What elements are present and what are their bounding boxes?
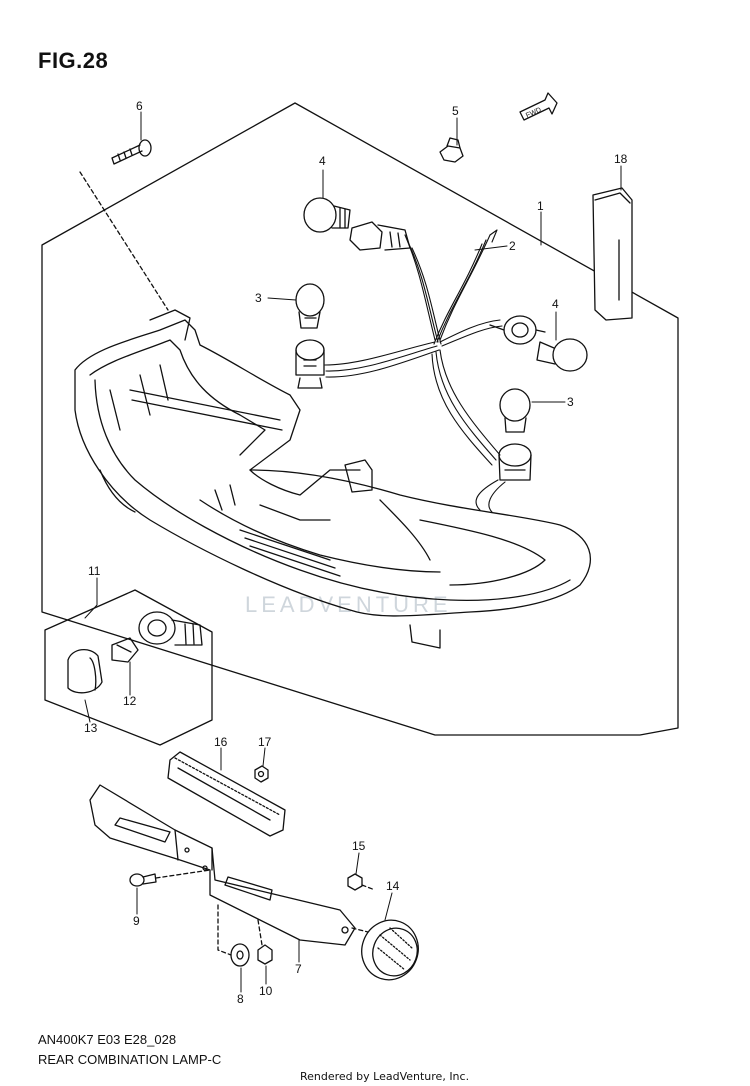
socket-right [489,315,546,345]
callout-leaders [84,111,622,993]
watermark-text: LEADVENTURE [245,592,452,617]
round-reflector-part-14 [361,919,419,981]
leader-washer-8 [217,904,232,956]
render-credit: Rendered by LeadVenture, Inc. [300,1070,470,1083]
callout-10: 10 [259,984,273,998]
bulb-cap-part-13 [67,649,103,694]
callout-8: 8 [237,992,244,1006]
socket-kit-part-11 [138,611,203,646]
washer-part-8 [230,943,250,967]
callout-5: 5 [452,104,459,118]
callout-2: 2 [509,239,516,253]
callout-3-left: 3 [255,291,262,305]
bulb-part-3-right [499,388,531,433]
screw-part-9 [129,873,157,887]
callout-6: 6 [136,99,143,113]
leader-nut-10 [257,919,263,946]
callout-4-upper: 4 [319,154,326,168]
callout-16: 16 [214,735,228,749]
taillight-housing [74,309,591,649]
leader-screw-9 [155,869,211,879]
bulb-part-4-right [536,338,588,372]
leader-reflector-14 [351,927,369,933]
socket-kit-boundary [44,589,213,746]
callout-15: 15 [352,839,366,853]
callout-1: 1 [537,199,544,213]
leader-nut-15 [361,884,376,891]
socket-upper [349,221,411,251]
assembly-boundary [41,102,679,736]
screw-part-6 [111,139,152,165]
bulb-part-4-upper [303,197,351,233]
callout-7: 7 [295,962,302,976]
callout-17: 17 [258,735,272,749]
figure-title: FIG.28 [38,48,109,73]
callout-11: 11 [88,564,101,578]
reflector-strip-part-18 [592,187,633,321]
callout-14: 14 [386,879,400,893]
diagram-name: REAR COMBINATION LAMP-C [38,1052,222,1067]
bulb-part-3-left [295,283,325,329]
callout-13: 13 [84,721,98,735]
reflector-part-16 [167,751,286,837]
callout-3-right: 3 [567,395,574,409]
callout-labels: 6 5 4 18 1 2 3 4 3 11 12 13 16 17 15 14 … [84,99,628,1006]
bracket-part-7 [89,784,356,946]
callout-12: 12 [123,694,137,708]
nut-part-17 [254,765,269,783]
callout-9: 9 [133,914,140,928]
nut-part-15 [347,873,363,891]
leader-screw-6 [79,171,169,311]
nut-part-10 [257,944,273,965]
socket-lower-right [498,443,532,481]
watermark: LEADVENTURE [245,592,452,617]
fwd-arrow-icon: FWD [519,92,558,121]
clip-part-5 [439,137,464,163]
callout-18: 18 [614,152,628,166]
socket-left [295,339,325,389]
callout-4-right: 4 [552,297,559,311]
diagram-code: AN400K7 E03 E28_028 [38,1032,177,1047]
bulb-part-12 [111,637,139,663]
